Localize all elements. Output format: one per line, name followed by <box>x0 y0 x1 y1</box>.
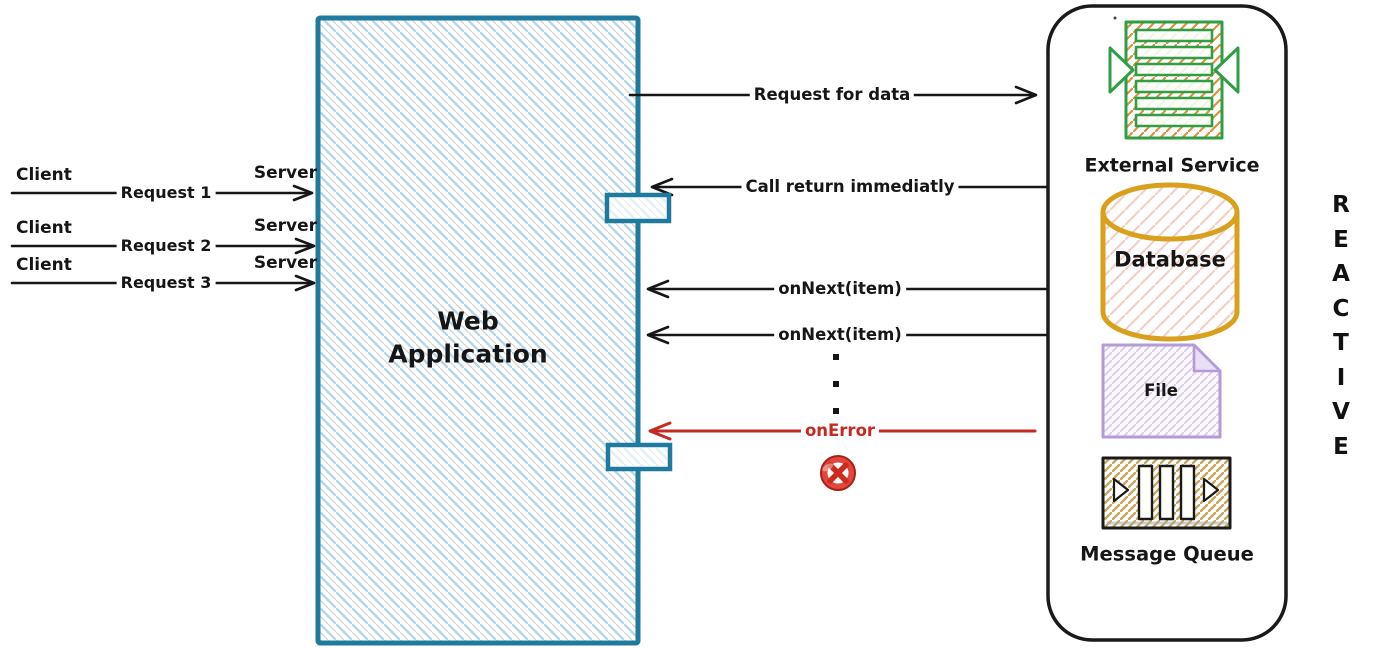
reactive-letter: E <box>1333 226 1349 253</box>
error-x-icon <box>820 455 856 491</box>
on-next-label-1: onNext(item) <box>774 279 906 299</box>
reactive-letter: V <box>1332 399 1350 425</box>
external-service-icon <box>1108 20 1240 140</box>
on-error-label: onError <box>800 421 880 441</box>
file-page-icon <box>1101 343 1222 439</box>
server-label-1: Server <box>253 163 317 183</box>
web-application-title-line2: Application <box>388 339 548 368</box>
client-label-3: Client <box>16 255 72 275</box>
web-application-title: Web Application <box>388 306 547 371</box>
external-service-label: External Service <box>1084 154 1260 177</box>
queue-icon <box>1101 456 1232 530</box>
request-label-1: Request 1 <box>116 184 216 202</box>
request-label-2: Request 2 <box>116 237 216 255</box>
client-label-2: Client <box>16 218 72 238</box>
server-label-3: Server <box>253 253 317 273</box>
file-label: File <box>1144 380 1178 400</box>
reactive-letter: E <box>1333 433 1349 460</box>
database-label: Database <box>1114 247 1226 272</box>
reactive-letter: I <box>1336 364 1346 391</box>
reactive-vertical-label: R E A C T I V E <box>1326 188 1356 464</box>
server-label-2: Server <box>253 216 317 236</box>
stray-dot <box>1113 16 1117 20</box>
port-bottom <box>605 442 673 472</box>
on-next-label-2: onNext(item) <box>774 325 906 345</box>
database-cylinder-icon <box>1100 182 1240 342</box>
reactive-letter: C <box>1332 295 1350 322</box>
web-application-box <box>315 15 641 646</box>
web-application-title-line1: Web <box>437 306 499 336</box>
flow-arrows <box>628 85 1048 345</box>
request-for-data-label: Request for data <box>749 85 915 105</box>
port-top <box>604 192 672 224</box>
call-return-label: Call return immediatly <box>741 177 959 197</box>
ellipsis-dots <box>833 354 839 414</box>
reactive-letter: T <box>1333 330 1349 356</box>
message-queue-label: Message Queue <box>1080 542 1254 566</box>
client-label-1: Client <box>16 165 72 185</box>
reactive-letter: R <box>1332 192 1350 218</box>
request-label-3: Request 3 <box>116 274 216 292</box>
reactive-letter: A <box>1332 261 1350 287</box>
